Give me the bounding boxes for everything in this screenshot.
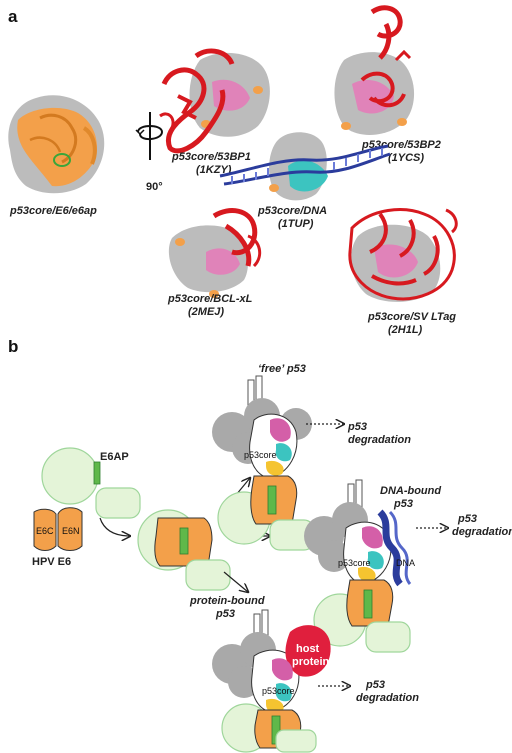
label-hpv-e6: HPV E6 — [32, 556, 71, 568]
rotation-icon — [135, 112, 164, 160]
label-host-1: host — [296, 643, 320, 655]
label-host-2: protein — [292, 656, 330, 668]
label-core-protein: p53core — [262, 686, 295, 696]
dna-bound-p53-assembly — [304, 479, 412, 653]
label-dna-bound-1: DNA-bound — [380, 485, 441, 497]
free-p53-assembly — [212, 375, 315, 551]
label-dna-pdb: (1TUP) — [278, 218, 314, 230]
label-core-dna: p53core — [338, 558, 371, 568]
label-bcl-xl: p53core/BCL-xL — [167, 293, 253, 305]
label-prot-deg-2: degradation — [356, 692, 419, 704]
label-e6-e6ap: p53core/E6/e6ap — [9, 205, 97, 217]
label-e6c: E6C — [36, 526, 54, 536]
label-sv-ltag: p53core/SV LTag — [367, 311, 456, 323]
structure-53bp2 — [334, 5, 415, 135]
label-free-deg-1: p53 — [347, 421, 367, 433]
panel-b-letter: b — [8, 337, 18, 356]
rotation-label: 90° — [146, 181, 163, 193]
label-free-deg-2: degradation — [348, 434, 411, 446]
label-53bp1: p53core/53BP1 — [171, 151, 251, 163]
structure-bcl-xl — [168, 208, 262, 298]
label-bcl-xl-pdb: (2MEJ) — [188, 306, 224, 318]
arrow-to-protein — [223, 571, 248, 592]
label-dna-strand: DNA — [396, 558, 415, 568]
label-free-p53: ‘free’ p53 — [258, 363, 306, 375]
label-e6ap: E6AP — [100, 451, 129, 463]
structure-53bp1 — [159, 48, 270, 154]
label-53bp2-pdb: (1YCS) — [388, 152, 424, 164]
label-prot-deg-1: p53 — [365, 679, 385, 691]
structure-p53core-e6-e6ap — [8, 95, 105, 194]
label-dna-deg-1: p53 — [457, 513, 477, 525]
panel-a-letter: a — [8, 7, 18, 26]
label-sv-ltag-pdb: (2H1L) — [388, 324, 423, 336]
label-53bp1-pdb: (1KZY) — [196, 164, 232, 176]
e6-e6ap-complex — [137, 509, 231, 591]
structure-sv-ltag — [348, 208, 458, 302]
protein-bound-p53-assembly — [212, 609, 331, 753]
label-e6n: E6N — [62, 526, 80, 536]
label-protein-bound-2: p53 — [215, 608, 235, 620]
hpv-e6-protein — [33, 507, 83, 551]
e6ap-protein — [41, 447, 141, 519]
label-dna: p53core/DNA — [257, 205, 327, 217]
label-dna-deg-2: degradation — [452, 526, 512, 538]
label-dna-bound-2: p53 — [393, 498, 413, 510]
binding-arrow — [99, 517, 130, 536]
structure-p53core-dna — [219, 132, 391, 201]
label-core-free: p53core — [244, 450, 277, 460]
label-protein-bound-1: protein-bound — [189, 595, 265, 607]
